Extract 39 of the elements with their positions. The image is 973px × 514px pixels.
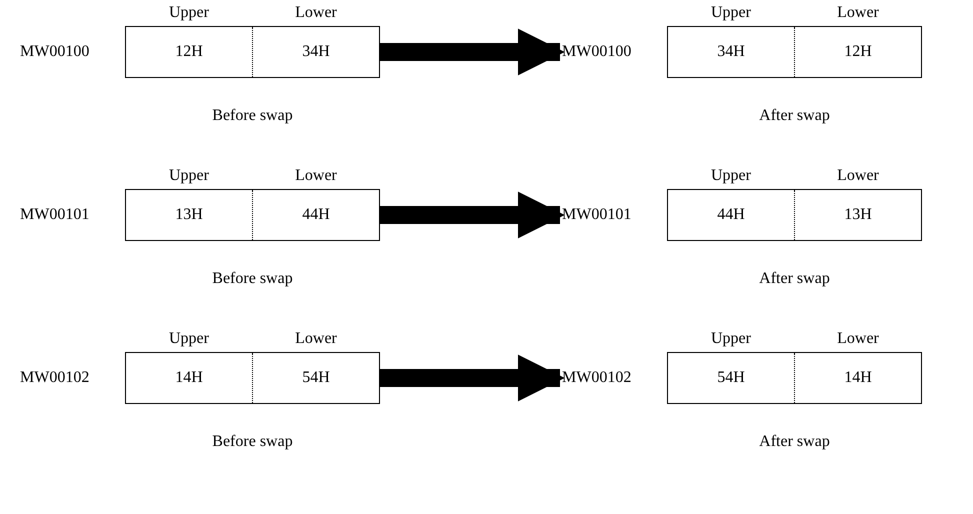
byte-value: 14H: [844, 368, 872, 388]
register-name: MW00100: [20, 42, 90, 62]
node-label: After swap: [758, 106, 831, 126]
arrow: [380, 354, 565, 402]
byte-value: 54H: [302, 368, 330, 388]
register-name: MW00100: [562, 42, 632, 62]
byte-value: 44H: [302, 205, 330, 225]
byte-label: Lower: [836, 3, 880, 23]
node-label: After swap: [758, 432, 831, 452]
byte-label: Lower: [294, 329, 338, 349]
byte-value: 14H: [175, 368, 203, 388]
node-label: Before swap: [211, 269, 294, 289]
byte-label: Lower: [836, 329, 880, 349]
node-label: Before swap: [211, 106, 294, 126]
register-name: MW00101: [562, 205, 632, 225]
byte-value: 34H: [302, 42, 330, 62]
byte-value: 12H: [844, 42, 872, 62]
byte-value: 44H: [717, 205, 745, 225]
byte-value: 54H: [717, 368, 745, 388]
byte-value: 13H: [844, 205, 872, 225]
node-label: Before swap: [211, 432, 294, 452]
arrow: [380, 28, 565, 76]
byte-label: Upper: [710, 3, 752, 23]
byte-label: Upper: [710, 166, 752, 186]
arrow: [380, 192, 565, 238]
byte-label: Upper: [168, 166, 210, 186]
byte-label: Upper: [168, 329, 210, 349]
byte-value: 34H: [717, 42, 745, 62]
byte-label: Upper: [168, 3, 210, 23]
byte-label: Lower: [836, 166, 880, 186]
register-name: MW00101: [20, 205, 90, 225]
node-label: After swap: [758, 269, 831, 289]
byte-label: Upper: [710, 329, 752, 349]
byte-value: 13H: [175, 205, 203, 225]
register-name: MW00102: [20, 368, 90, 388]
byte-label: Lower: [294, 166, 338, 186]
byte-value: 12H: [175, 42, 203, 62]
register-name: MW00102: [562, 368, 632, 388]
byte-label: Lower: [294, 3, 338, 23]
